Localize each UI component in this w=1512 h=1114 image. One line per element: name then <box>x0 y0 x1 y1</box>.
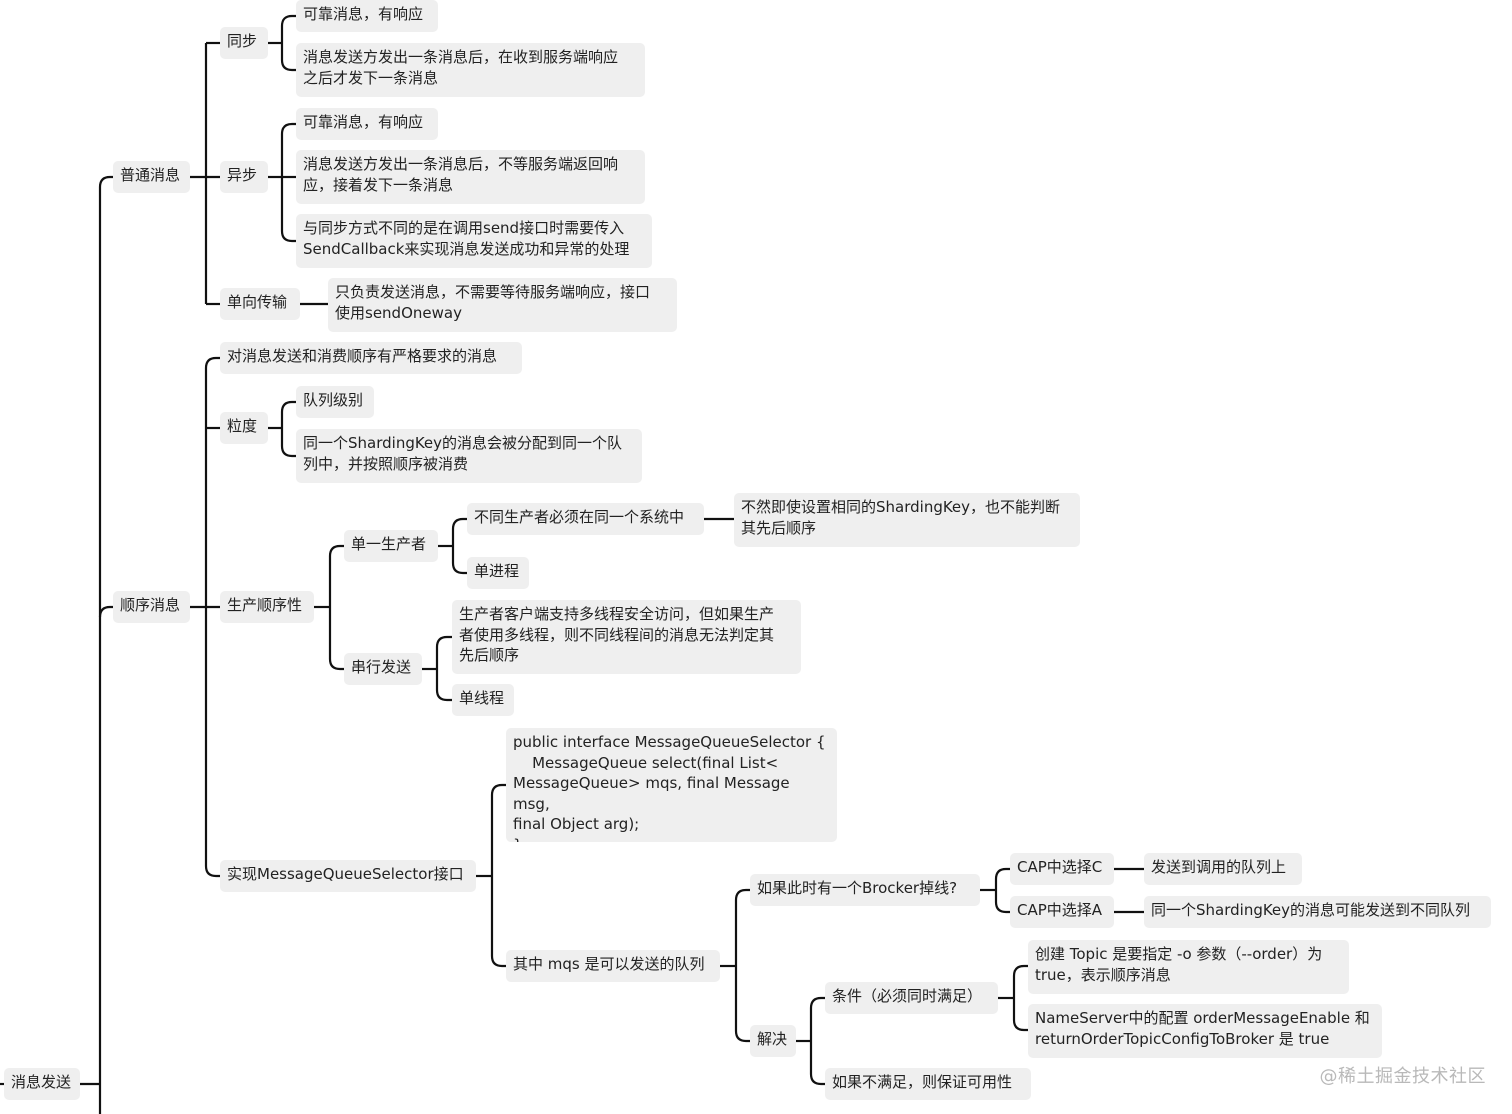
node-solution: 解决 <box>750 1025 796 1057</box>
node-async: 异步 <box>220 161 268 193</box>
node-single-producer: 单一生产者 <box>344 530 438 562</box>
node-selector-interface: 实现MessageQueueSelector接口 <box>220 860 476 892</box>
node-cap-c: CAP中选择C <box>1010 853 1114 885</box>
node-mqs: 其中 mqs 是可以发送的队列 <box>506 950 720 982</box>
node-granularity-item-1: 队列级别 <box>296 386 374 418</box>
node-sync: 同步 <box>220 27 268 59</box>
node-same-system: 不同生产者必须在同一个系统中 <box>467 503 704 535</box>
node-serial-send: 串行发送 <box>344 653 422 685</box>
node-oneway: 单向传输 <box>220 288 300 320</box>
node-broker-offline: 如果此时有一个Brocker掉线? <box>750 874 980 906</box>
node-condition-1: 创建 Topic 是要指定 -o 参数（--order）为 true，表示顺序消… <box>1028 940 1349 994</box>
node-otherwise: 如果不满足，则保证可用性 <box>825 1068 1031 1100</box>
node-strict-order: 对消息发送和消费顺序有严格要求的消息 <box>220 342 522 374</box>
node-sync-item-2: 消息发送方发出一条消息后，在收到服务端响应 之后才发下一条消息 <box>296 43 645 97</box>
node-cap-c-result: 发送到调用的队列上 <box>1144 853 1302 885</box>
node-granularity: 粒度 <box>220 412 268 444</box>
node-granularity-item-2: 同一个ShardingKey的消息会被分配到同一个队 列中，并按照顺序被消费 <box>296 429 642 483</box>
node-multi-thread-note: 生产者客户端支持多线程安全访问，但如果生产 者使用多线程，则不同线程间的消息无法… <box>452 600 801 674</box>
watermark: @稀土掘金技术社区 <box>1319 1066 1486 1087</box>
node-normal-message: 普通消息 <box>113 161 190 193</box>
node-single-thread: 单线程 <box>452 684 514 716</box>
node-conditions: 条件（必须同时满足） <box>825 982 998 1014</box>
node-oneway-item: 只负责发送消息，不需要等待服务端响应，接口 使用sendOneway <box>328 278 677 332</box>
node-sync-item-1: 可靠消息，有响应 <box>296 0 438 32</box>
node-async-item-3: 与同步方式不同的是在调用send接口时需要传入 SendCallback来实现消… <box>296 214 652 268</box>
node-cap-a-result: 同一个ShardingKey的消息可能发送到不同队列 <box>1144 896 1491 928</box>
node-condition-2: NameServer中的配置 orderMessageEnable 和 retu… <box>1028 1004 1382 1058</box>
root-node: 消息发送 <box>4 1068 80 1100</box>
node-async-item-2: 消息发送方发出一条消息后，不等服务端返回响 应，接着发下一条消息 <box>296 150 645 204</box>
node-same-system-note: 不然即使设置相同的ShardingKey，也不能判断 其先后顺序 <box>734 493 1080 547</box>
node-async-item-1: 可靠消息，有响应 <box>296 108 438 140</box>
node-ordered-message: 顺序消息 <box>113 591 190 623</box>
node-selector-code: public interface MessageQueueSelector { … <box>506 728 837 842</box>
node-single-process: 单进程 <box>467 557 529 589</box>
node-producer-order: 生产顺序性 <box>220 591 314 623</box>
node-cap-a: CAP中选择A <box>1010 896 1114 928</box>
